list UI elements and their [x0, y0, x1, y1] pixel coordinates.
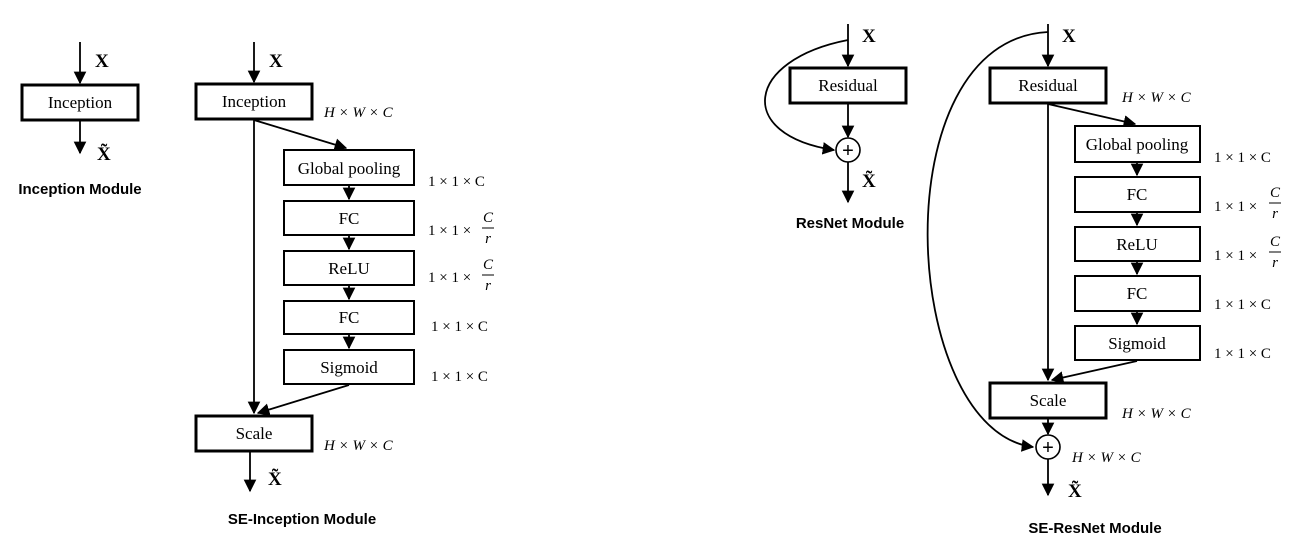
sigmoid-block	[283, 349, 415, 385]
fc1-dim-numerator: C	[1270, 185, 1281, 201]
excitation-arrow	[1050, 360, 1138, 384]
fc1-label: FC	[1127, 185, 1148, 204]
residual-dim: H × W × C	[1121, 90, 1192, 106]
scale-dim: H × W × C	[323, 438, 394, 454]
input-label: X	[1062, 26, 1076, 47]
global-pooling-label: Global pooling	[1086, 135, 1189, 154]
residual-block-label: Residual	[1018, 76, 1078, 95]
scale-label: Scale	[1030, 391, 1067, 410]
se-inception-caption: SE-Inception Module	[228, 511, 376, 528]
inception-block	[194, 82, 314, 121]
fc2-block	[283, 300, 415, 335]
se-resnet-caption: SE-ResNet Module	[1028, 520, 1161, 537]
relu-dim-denominator: r	[1272, 255, 1278, 271]
relu-label: ReLU	[328, 259, 370, 278]
fc1-block	[283, 200, 415, 236]
branch-arrow	[253, 119, 348, 151]
global-pooling-label: Global pooling	[298, 159, 401, 178]
sigmoid-dim: 1 × 1 × C	[431, 369, 488, 385]
scale-block	[194, 414, 314, 453]
output-label: X̃	[862, 171, 876, 192]
se-inception-module: X Inception H × W × C Global pooling 1 ×…	[194, 42, 494, 528]
fc2-label: FC	[339, 308, 360, 327]
global-pooling-dim: 1 × 1 × C	[428, 174, 485, 190]
input-label: X	[862, 26, 876, 47]
excitation-arrow	[256, 384, 350, 416]
global-pooling-dim: 1 × 1 × C	[1214, 150, 1271, 166]
input-label: X	[269, 51, 283, 72]
fc2-block	[1074, 275, 1201, 312]
residual-block-label: Residual	[818, 76, 878, 95]
inception-module: X Inception X̃ Inception Module	[18, 42, 142, 198]
residual-block	[788, 66, 908, 105]
fc2-dim: 1 × 1 × C	[431, 319, 488, 335]
fc1-dim-numerator: C	[483, 210, 494, 226]
relu-label: ReLU	[1116, 235, 1158, 254]
residual-block	[988, 66, 1108, 105]
resnet-module: X Residual + X̃ ResNet Module	[764, 24, 908, 232]
se-resnet-module: X Residual H × W × C Global pooling 1 × …	[926, 24, 1281, 537]
fc1-dim-prefix: 1 × 1 ×	[1214, 199, 1257, 215]
fc1-dim-denominator: r	[1272, 206, 1278, 222]
sigmoid-block	[1074, 325, 1201, 361]
relu-block	[1074, 226, 1201, 262]
sum-symbol: +	[1042, 437, 1054, 459]
fc2-dim: 1 × 1 × C	[1214, 297, 1271, 313]
relu-dim-denominator: r	[485, 278, 491, 294]
inception-dim: H × W × C	[323, 105, 394, 121]
relu-block	[283, 250, 415, 286]
sigmoid-label: Sigmoid	[320, 358, 378, 377]
relu-dim-prefix: 1 × 1 ×	[428, 270, 471, 286]
sigmoid-label: Sigmoid	[1108, 334, 1166, 353]
skip-connection	[926, 31, 1049, 452]
inception-block	[20, 83, 140, 122]
output-label: X̃	[97, 144, 111, 165]
output-label: X̃	[268, 469, 282, 490]
relu-dim-numerator: C	[483, 257, 494, 273]
fc1-label: FC	[339, 209, 360, 228]
inception-caption: Inception Module	[18, 181, 141, 198]
scale-dim: H × W × C	[1121, 406, 1192, 422]
branch-arrow	[1047, 103, 1137, 128]
sigmoid-dim: 1 × 1 × C	[1214, 346, 1271, 362]
global-pooling-block	[1074, 125, 1201, 163]
relu-dim-numerator: C	[1270, 234, 1281, 250]
fc1-dim-denominator: r	[485, 231, 491, 247]
sum-dim: H × W × C	[1071, 450, 1142, 466]
inception-block-label: Inception	[48, 93, 113, 112]
sum-symbol: +	[842, 140, 854, 162]
skip-connection	[764, 39, 849, 155]
scale-label: Scale	[236, 424, 273, 443]
relu-dim-prefix: 1 × 1 ×	[1214, 248, 1257, 264]
fc2-label: FC	[1127, 284, 1148, 303]
global-pooling-block	[283, 149, 415, 186]
resnet-caption: ResNet Module	[796, 215, 904, 232]
scale-block	[988, 381, 1108, 420]
input-label: X	[95, 51, 109, 72]
fc1-block	[1074, 176, 1201, 213]
inception-block-label: Inception	[222, 92, 287, 111]
output-label: X̃	[1068, 481, 1082, 502]
fc1-dim-prefix: 1 × 1 ×	[428, 223, 471, 239]
